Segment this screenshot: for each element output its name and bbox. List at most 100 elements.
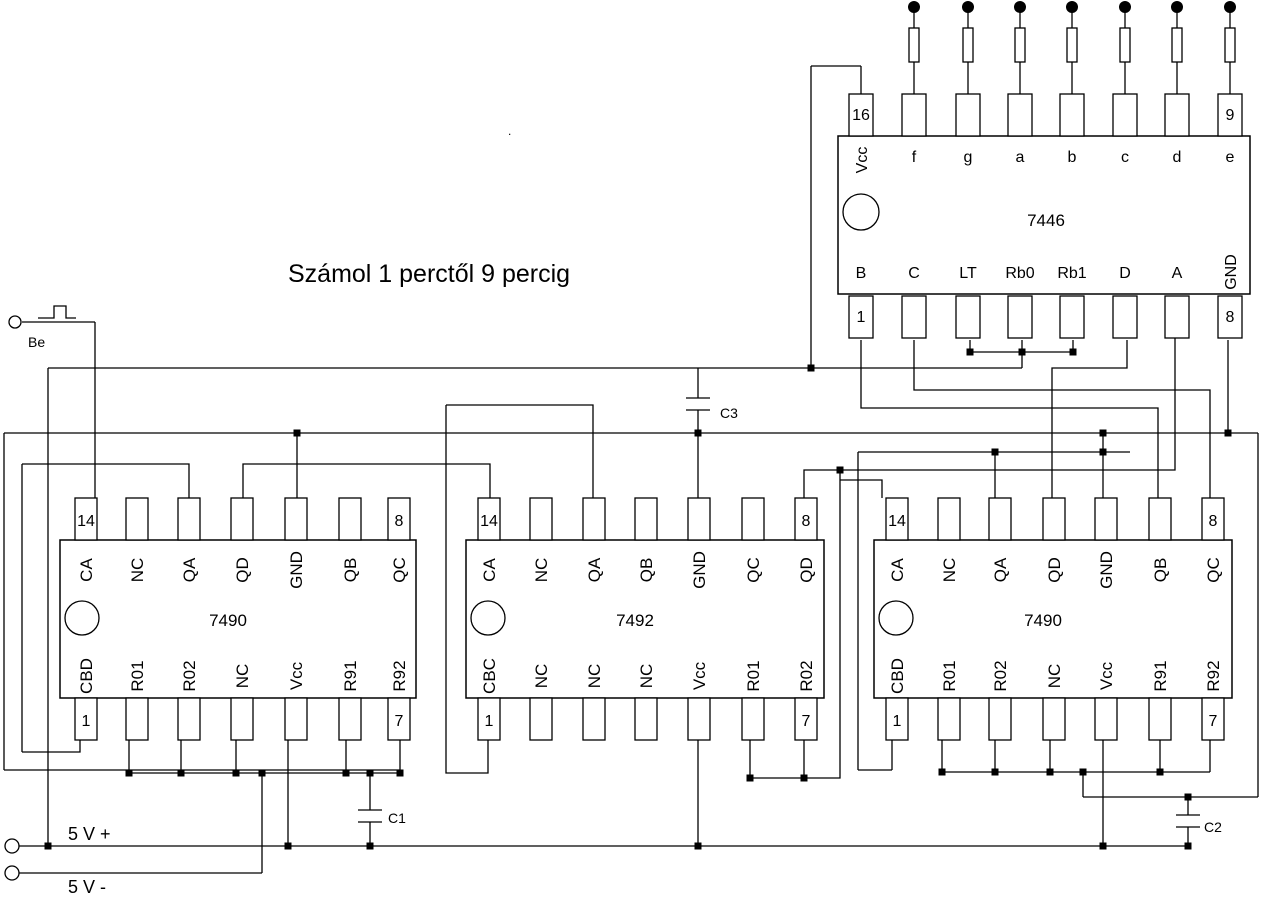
ic-top-pin: [338, 497, 362, 541]
ic-7492-2: 749214CA1CBCNCNCQANCQBNCGNDVccQCR018QD7R…: [465, 497, 825, 741]
pin-label: Vcc: [854, 147, 871, 174]
pin-label: NC: [940, 558, 959, 583]
junction-dot: [991, 768, 999, 776]
ic-bottom-pin: [529, 697, 553, 741]
pin-label: QB: [341, 558, 360, 583]
pin1-notch-icon: [470, 600, 506, 636]
pin1-notch-icon: [878, 600, 914, 636]
pin-number: 7: [802, 713, 811, 730]
ic-bottom-pin: [1148, 697, 1172, 741]
plus-terminal[interactable]: 5 V +: [4, 824, 111, 854]
ic-bottom-pin: [1217, 295, 1243, 339]
pin-label: c: [1121, 149, 1129, 166]
ic-top-pin: [1042, 497, 1066, 541]
junction-dots: [44, 348, 1232, 850]
ic-top-pin: [687, 497, 711, 541]
ic-bottom-pin: [125, 697, 149, 741]
capacitor-c1-label: C1: [388, 810, 406, 826]
pin-label: a: [1016, 149, 1025, 166]
pin-number: 14: [77, 513, 95, 530]
segment-terminal-icon: [908, 1, 920, 13]
pin-label: NC: [637, 664, 656, 689]
input-terminal-label: Be: [28, 334, 45, 350]
ic-bottom-pin: [885, 697, 909, 741]
junction-dot: [342, 769, 350, 777]
pin1-notch-icon: [842, 193, 880, 231]
junction-dot: [125, 769, 133, 777]
junction-dot: [366, 769, 374, 777]
junction-dot: [1184, 793, 1192, 801]
ic-bottom-pin: [1164, 295, 1190, 339]
ic-top-pin: [1201, 497, 1225, 541]
junction-dot: [746, 774, 754, 782]
ic-bottom-pin: [955, 295, 981, 339]
pin-number: 7: [395, 713, 404, 730]
ic-top-pin: [988, 497, 1012, 541]
pin-label: QA: [180, 557, 199, 582]
capacitor-c3-label: C3: [720, 405, 738, 421]
ic-body: [59, 539, 417, 699]
minus-terminal[interactable]: 5 V -: [4, 865, 106, 897]
junction-dot: [1224, 429, 1232, 437]
capacitor-c3: C3: [686, 397, 738, 421]
segment-resistor: [908, 27, 920, 63]
pin-label: GND: [287, 551, 306, 589]
junction-dot: [1018, 348, 1026, 356]
pin-label: NC: [233, 664, 252, 689]
pin-label: NC: [532, 558, 551, 583]
segment-resistor: [1014, 27, 1026, 63]
pin-label: f: [912, 149, 917, 166]
pin1-notch-icon: [64, 600, 100, 636]
ic-top-pin: [1059, 93, 1085, 137]
ic-bottom-pin: [937, 697, 961, 741]
segment-terminal-icon: [962, 1, 974, 13]
ic-bottom-pin: [338, 697, 362, 741]
ic-bottom-pin: [477, 697, 501, 741]
segment-terminal-icon: [1119, 1, 1131, 13]
junction-dot: [694, 429, 702, 437]
pin-label: NC: [1045, 664, 1064, 689]
ic-top-pin: [1217, 93, 1243, 137]
pin-label: C: [908, 265, 920, 282]
ic-top-pin: [177, 497, 201, 541]
pin-label: QB: [1151, 558, 1170, 583]
capacitor-c2: C2: [1176, 814, 1222, 835]
ic-top-pin: [230, 497, 254, 541]
ic-bottom-pin: [230, 697, 254, 741]
ic-7490-3: 749014CA1CBDNCR01QAR02QDNCGNDVccQBR918QC…: [873, 497, 1233, 741]
input-terminal[interactable]: Be: [8, 315, 45, 350]
pin-label: NC: [532, 664, 551, 689]
minus-terminal-label: 5 V -: [68, 877, 106, 895]
pin-label: LT: [959, 265, 977, 282]
pin-label: QC: [1204, 557, 1223, 583]
pin-label: GND: [690, 551, 709, 589]
junction-dot: [836, 466, 844, 474]
ic-top-pin: [848, 93, 874, 137]
pin-number: 8: [395, 513, 404, 530]
ic-bottom-pin: [1042, 697, 1066, 741]
pin-label: R02: [797, 660, 816, 691]
ic-bottom-pin: [794, 697, 818, 741]
ic-top-pin: [634, 497, 658, 541]
junction-dot: [1069, 348, 1077, 356]
capacitor-c2-label: C2: [1204, 819, 1222, 835]
pin-label: GND: [1097, 551, 1116, 589]
stray-dot: .: [508, 124, 511, 138]
pin-number: 7: [1209, 713, 1218, 730]
ic-bottom-pin: [1201, 697, 1225, 741]
ic-bottom-pin: [582, 697, 606, 741]
ic-top-pin: [477, 497, 501, 541]
ic-top-pin: [741, 497, 765, 541]
junction-dot: [44, 842, 52, 850]
pin-number: 1: [857, 309, 866, 326]
ic-part-number: 7492: [616, 611, 654, 630]
pin-label: R01: [128, 660, 147, 691]
pin-label: R01: [940, 660, 959, 691]
ic-top-pin: [582, 497, 606, 541]
ic-top-pin: [1164, 93, 1190, 137]
junction-dot: [366, 842, 374, 850]
ic-body: [873, 539, 1233, 699]
pin-label: NC: [585, 664, 604, 689]
pin-number: 1: [82, 713, 91, 730]
